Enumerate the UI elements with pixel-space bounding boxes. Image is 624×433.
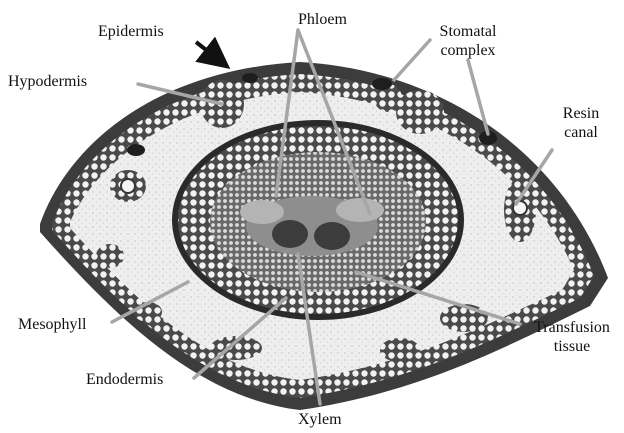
label-stomatal-line1: Stomatal <box>428 22 508 41</box>
label-endodermis: Endodermis <box>86 370 163 389</box>
label-transfusion-line2: tissue <box>522 337 622 356</box>
label-epidermis: Epidermis <box>98 22 164 41</box>
label-stomatal-complex: Stomatal complex <box>428 22 508 60</box>
label-hypodermis: Hypodermis <box>8 72 87 91</box>
label-xylem: Xylem <box>298 410 342 429</box>
label-transfusion-tissue: Transfusion tissue <box>522 318 622 356</box>
label-transfusion-line1: Transfusion <box>522 318 622 337</box>
label-stomatal-line2: complex <box>428 41 508 60</box>
label-resin-canal: Resin canal <box>556 104 606 142</box>
label-phloem: Phloem <box>298 10 347 29</box>
epidermis-arrow <box>196 42 224 64</box>
label-resin-line1: Resin <box>556 104 606 123</box>
label-resin-line2: canal <box>556 123 606 142</box>
label-mesophyll: Mesophyll <box>18 315 86 334</box>
